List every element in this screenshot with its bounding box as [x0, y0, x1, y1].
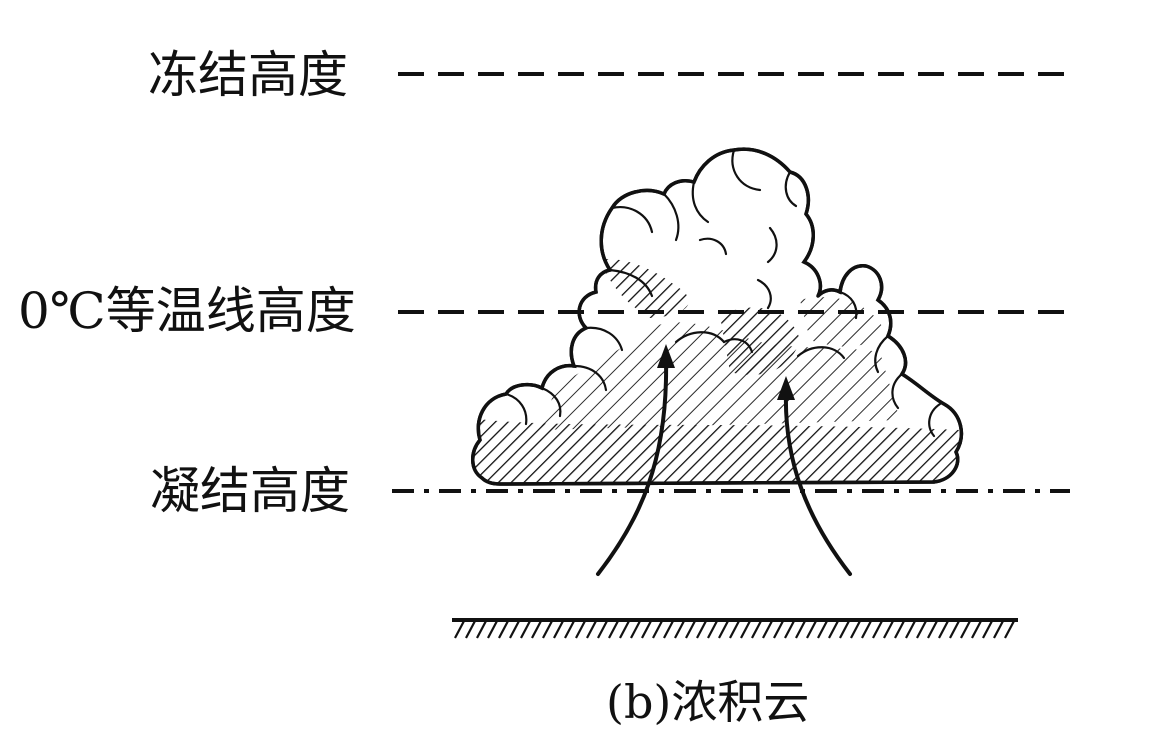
ground-hatch-stroke — [685, 620, 696, 639]
ground-hatch-stroke — [795, 620, 806, 639]
ground-hatch-stroke — [850, 620, 861, 639]
updraft-left-arrowhead-icon — [657, 344, 675, 368]
ground-hatch-stroke — [630, 620, 641, 639]
ground-hatch-stroke — [465, 620, 476, 639]
condensation-level-label: 凝结高度 — [150, 462, 350, 520]
ground-hatch-stroke — [509, 620, 520, 639]
ground-hatch-stroke — [564, 620, 575, 639]
freezing-level-label: 冻结高度 — [148, 46, 348, 104]
ground-hatch-stroke — [454, 620, 465, 639]
ground-hatch-stroke — [839, 620, 850, 639]
ground-hatch-stroke — [608, 620, 619, 639]
ground-hatch-stroke — [971, 620, 982, 639]
ground-hatch-stroke — [872, 620, 883, 639]
ground-surface — [452, 618, 1018, 639]
ground-hatch-stroke — [883, 620, 894, 639]
figure-caption: (b)浓积云 — [606, 675, 809, 729]
ground-hatch-stroke — [707, 620, 718, 639]
ground-hatch-stroke — [586, 620, 597, 639]
ground-hatch-stroke — [861, 620, 872, 639]
cloud-shade-far-right — [800, 297, 884, 347]
ground-hatch-stroke — [817, 620, 828, 639]
ground-hatch-stroke — [498, 620, 509, 639]
ground-hatch-stroke — [905, 620, 916, 639]
ground-hatch-stroke — [894, 620, 905, 639]
ground-hatch-stroke — [619, 620, 630, 639]
ground-hatch-stroke — [729, 620, 740, 639]
ground-hatch-stroke — [1004, 620, 1015, 639]
cloud-shade-upper — [600, 259, 689, 318]
ground-hatch-stroke — [960, 620, 971, 639]
ground-hatch-stroke — [674, 620, 685, 639]
ground-hatch-stroke — [773, 620, 784, 639]
ground-hatch-stroke — [663, 620, 674, 639]
isotherm-zero-label: 0℃等温线高度 — [18, 282, 356, 340]
ground-hatch-stroke — [993, 620, 1004, 639]
ground-hatch-stroke — [916, 620, 927, 639]
ground-hatch-stroke — [520, 620, 531, 639]
ground-hatch-stroke — [542, 620, 553, 639]
ground-hatch-stroke — [938, 620, 949, 639]
ground-hatch-stroke — [641, 620, 652, 639]
ground-hatch-stroke — [718, 620, 729, 639]
updraft-right — [783, 390, 852, 576]
ground-hatch-stroke — [487, 620, 498, 639]
ground-hatch-stroke — [751, 620, 762, 639]
ground-hatch-stroke — [476, 620, 487, 639]
ground-hatch-stroke — [982, 620, 993, 639]
ground-hatch-stroke — [696, 620, 707, 639]
ground-hatch-stroke — [806, 620, 817, 639]
updraft-right-arrowhead-icon — [777, 376, 795, 400]
ground-hatch-stroke — [597, 620, 608, 639]
ground-hatch-stroke — [927, 620, 938, 639]
cloud-shade-right — [720, 307, 800, 375]
ground-hatch-stroke — [784, 620, 795, 639]
cloud-shade-base — [472, 418, 960, 484]
updraft-arrows — [596, 344, 852, 576]
ground-hatch-stroke — [762, 620, 773, 639]
cumulus-cloud — [470, 147, 964, 486]
ground-hatch-stroke — [531, 620, 542, 639]
ground-hatch-stroke — [740, 620, 751, 639]
ground-hatch-stroke — [553, 620, 564, 639]
ground-hatch-stroke — [828, 620, 839, 639]
ground-hatch-stroke — [575, 620, 586, 639]
updraft-left — [596, 358, 669, 576]
ground-hatch-stroke — [949, 620, 960, 639]
ground-hatch-stroke — [652, 620, 663, 639]
